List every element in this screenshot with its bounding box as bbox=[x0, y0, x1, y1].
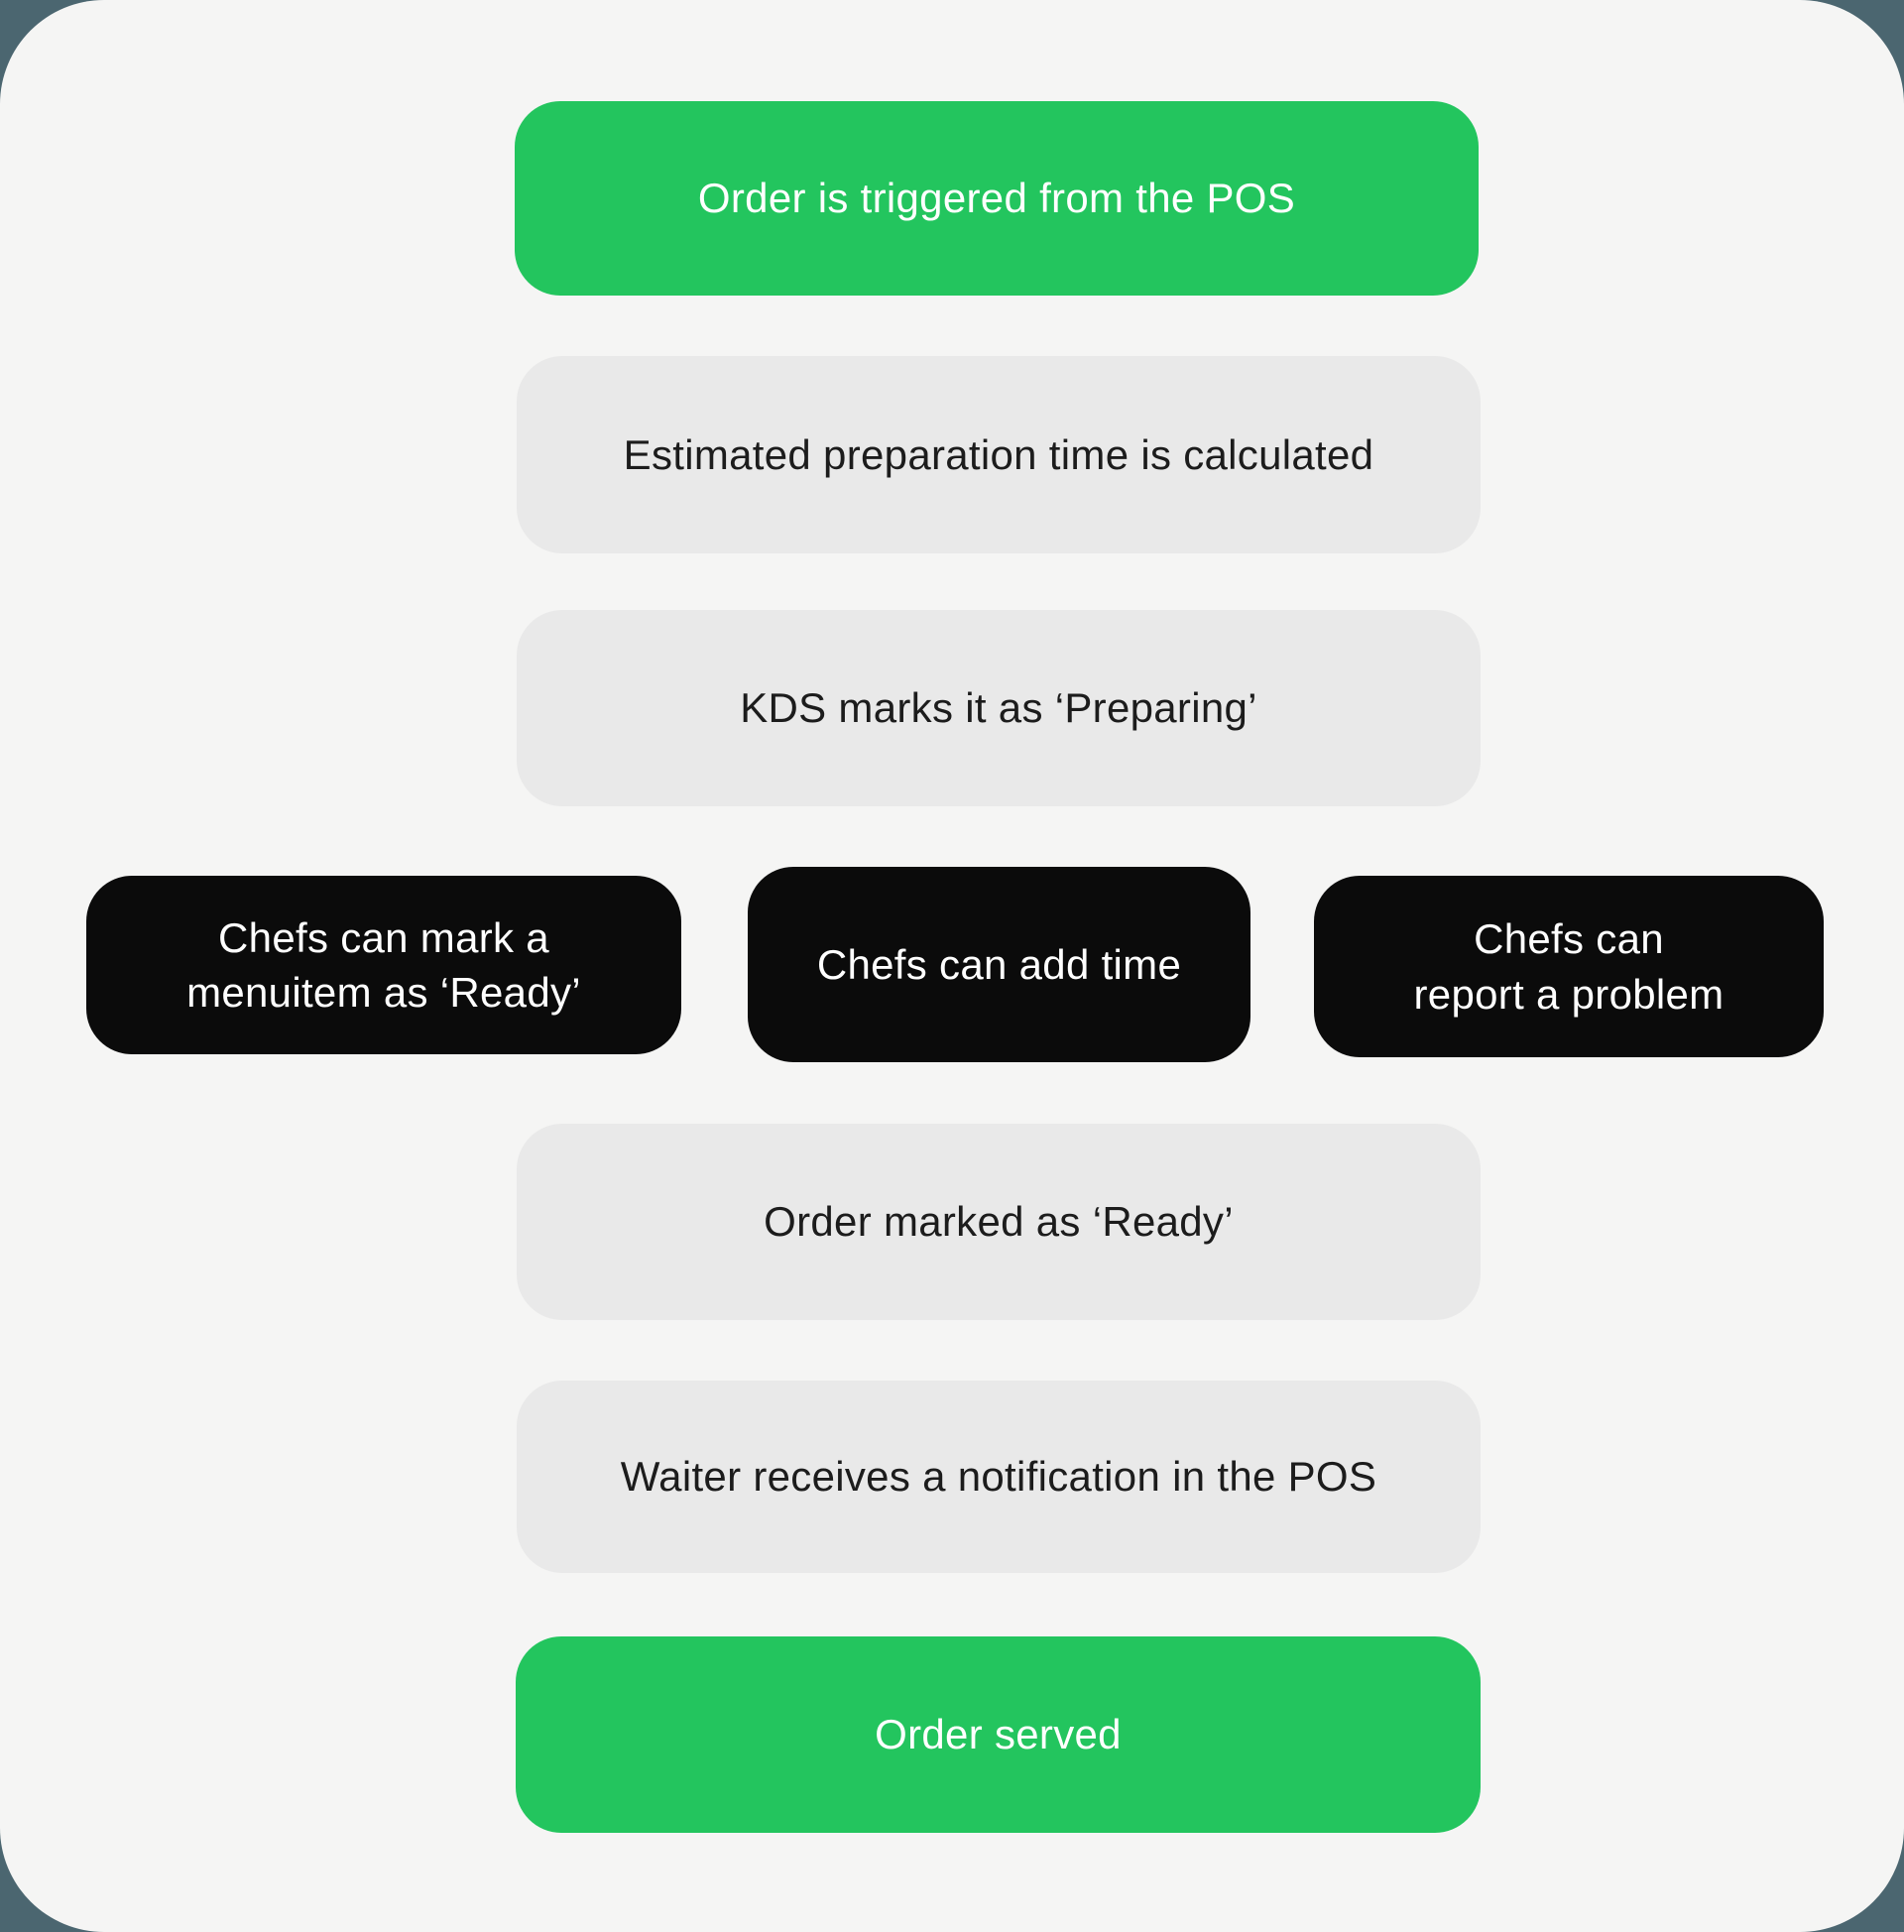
flow-node-order-triggered: Order is triggered from the POS bbox=[515, 101, 1479, 296]
flow-node-prep-time-calculated: Estimated preparation time is calculated bbox=[517, 356, 1481, 553]
flow-node-order-served: Order served bbox=[516, 1636, 1481, 1833]
flow-node-order-ready: Order marked as ‘Ready’ bbox=[517, 1124, 1481, 1320]
flow-node-chefs-add-time: Chefs can add time bbox=[748, 867, 1250, 1062]
flow-node-chefs-mark-ready: Chefs can mark a menuitem as ‘Ready’ bbox=[86, 876, 681, 1054]
flow-node-kds-preparing: KDS marks it as ‘Preparing’ bbox=[517, 610, 1481, 806]
flow-node-waiter-notification: Waiter receives a notification in the PO… bbox=[517, 1381, 1481, 1573]
flow-node-chefs-report-problem: Chefs can report a problem bbox=[1314, 876, 1824, 1057]
